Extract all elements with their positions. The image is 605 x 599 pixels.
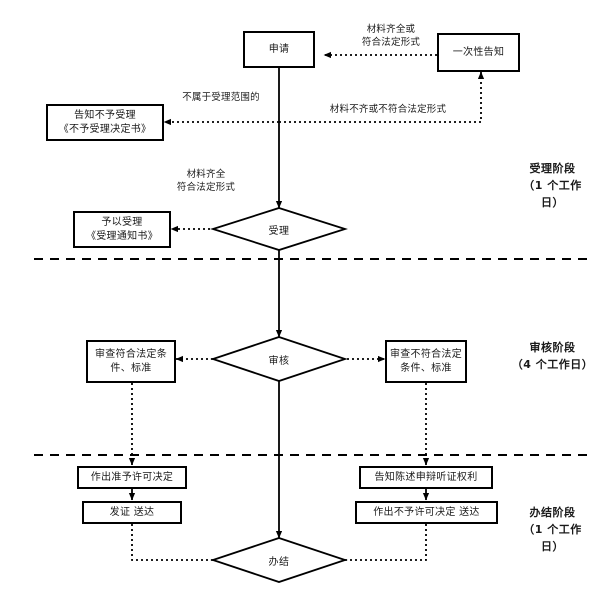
edge-incomplete-to-notice bbox=[279, 71, 485, 123]
stage-label-complete-duration-line1: （1 个工作 bbox=[523, 523, 582, 536]
node-complete[interactable]: 办结 bbox=[213, 538, 345, 582]
node-review-pass-line1: 审查符合法定条 bbox=[94, 348, 168, 360]
edge-label-materials-complete-or-legal-line1: 材料齐全或 bbox=[366, 24, 416, 35]
diamond-complete bbox=[210, 537, 348, 583]
stage-label-accept: 受理阶段 （1 个工作 日） bbox=[505, 160, 600, 211]
node-notify-reject-accept-line1: 告知不予受理 bbox=[74, 109, 136, 121]
node-review-label: 审核 bbox=[268, 355, 290, 367]
edge-label-materials-complete-or-legal: 材料齐全或 符合法定形式 bbox=[336, 23, 446, 49]
node-notify-rights-label: 告知陈述申辩听证权利 bbox=[374, 471, 478, 483]
node-grant-accept[interactable]: 予以受理 《受理通知书》 bbox=[73, 211, 171, 248]
edge-label-materials-complete-or-legal-line2: 符合法定形式 bbox=[361, 37, 421, 48]
node-decision-deny-label: 作出不予许可决定 送达 bbox=[373, 506, 480, 518]
diamond-review bbox=[210, 336, 348, 382]
node-review-pass[interactable]: 审查符合法定条 件、标准 bbox=[86, 340, 176, 383]
stage-label-accept-name: 受理阶段 bbox=[529, 162, 576, 175]
node-review[interactable]: 审核 bbox=[213, 337, 345, 381]
stage-label-complete-duration-line2: 日） bbox=[541, 540, 564, 553]
node-accept-label: 受理 bbox=[268, 225, 290, 237]
node-issue-deliver[interactable]: 发证 送达 bbox=[82, 501, 182, 524]
stage-label-accept-duration-line1: （1 个工作 bbox=[523, 179, 582, 192]
edge-label-not-in-scope: 不属于受理范围的 bbox=[166, 91, 276, 104]
node-accept[interactable]: 受理 bbox=[213, 208, 345, 250]
node-decision-approve[interactable]: 作出准予许可决定 bbox=[77, 466, 187, 489]
node-one-time-notice[interactable]: 一次性告知 bbox=[437, 33, 520, 72]
edge-issue-to-complete bbox=[131, 524, 233, 564]
node-review-fail-line1: 审查不符合法定 bbox=[389, 348, 463, 360]
node-review-fail-line2: 条件、标准 bbox=[400, 362, 452, 374]
node-review-pass-line2: 件、标准 bbox=[110, 362, 152, 374]
node-notify-reject-accept[interactable]: 告知不予受理 《不予受理决定书》 bbox=[46, 104, 164, 141]
node-one-time-notice-label: 一次性告知 bbox=[452, 46, 505, 58]
edge-label-materials-complete-legal: 材料齐全 符合法定形式 bbox=[151, 168, 261, 194]
stage-label-review: 审核阶段 （4 个工作日） bbox=[505, 339, 600, 373]
node-review-fail[interactable]: 审查不符合法定 条件、标准 bbox=[385, 340, 467, 383]
stage-label-complete: 办结阶段 （1 个工作 日） bbox=[505, 504, 600, 555]
node-grant-accept-line1: 予以受理 bbox=[101, 216, 143, 228]
stage-label-accept-duration-line2: 日） bbox=[541, 196, 564, 209]
node-apply[interactable]: 申请 bbox=[243, 31, 315, 68]
node-issue-deliver-label: 发证 送达 bbox=[109, 506, 155, 518]
edge-label-materials-incomplete: 材料不齐或不符合法定形式 bbox=[298, 103, 478, 116]
node-decision-approve-label: 作出准予许可决定 bbox=[90, 471, 174, 483]
edge-label-not-in-scope-line1: 不属于受理范围的 bbox=[182, 92, 260, 103]
diamond-accept bbox=[210, 207, 348, 251]
edge-deny-to-complete bbox=[329, 524, 427, 564]
stage-label-review-duration-line1: （4 个工作日） bbox=[511, 358, 594, 371]
edge-label-materials-complete-legal-line2: 符合法定形式 bbox=[176, 182, 236, 193]
edge-label-materials-complete-legal-line1: 材料齐全 bbox=[186, 169, 226, 180]
stage-label-complete-name: 办结阶段 bbox=[529, 506, 576, 519]
node-complete-label: 办结 bbox=[268, 556, 290, 568]
edge-label-materials-incomplete-line1: 材料不齐或不符合法定形式 bbox=[329, 104, 447, 115]
node-apply-label: 申请 bbox=[268, 43, 290, 55]
node-grant-accept-line2: 《受理通知书》 bbox=[85, 230, 159, 242]
stage-label-review-name: 审核阶段 bbox=[529, 341, 576, 354]
node-notify-rights[interactable]: 告知陈述申辩听证权利 bbox=[359, 466, 493, 489]
node-decision-deny[interactable]: 作出不予许可决定 送达 bbox=[355, 501, 498, 524]
node-notify-reject-accept-line2: 《不予受理决定书》 bbox=[58, 123, 152, 135]
